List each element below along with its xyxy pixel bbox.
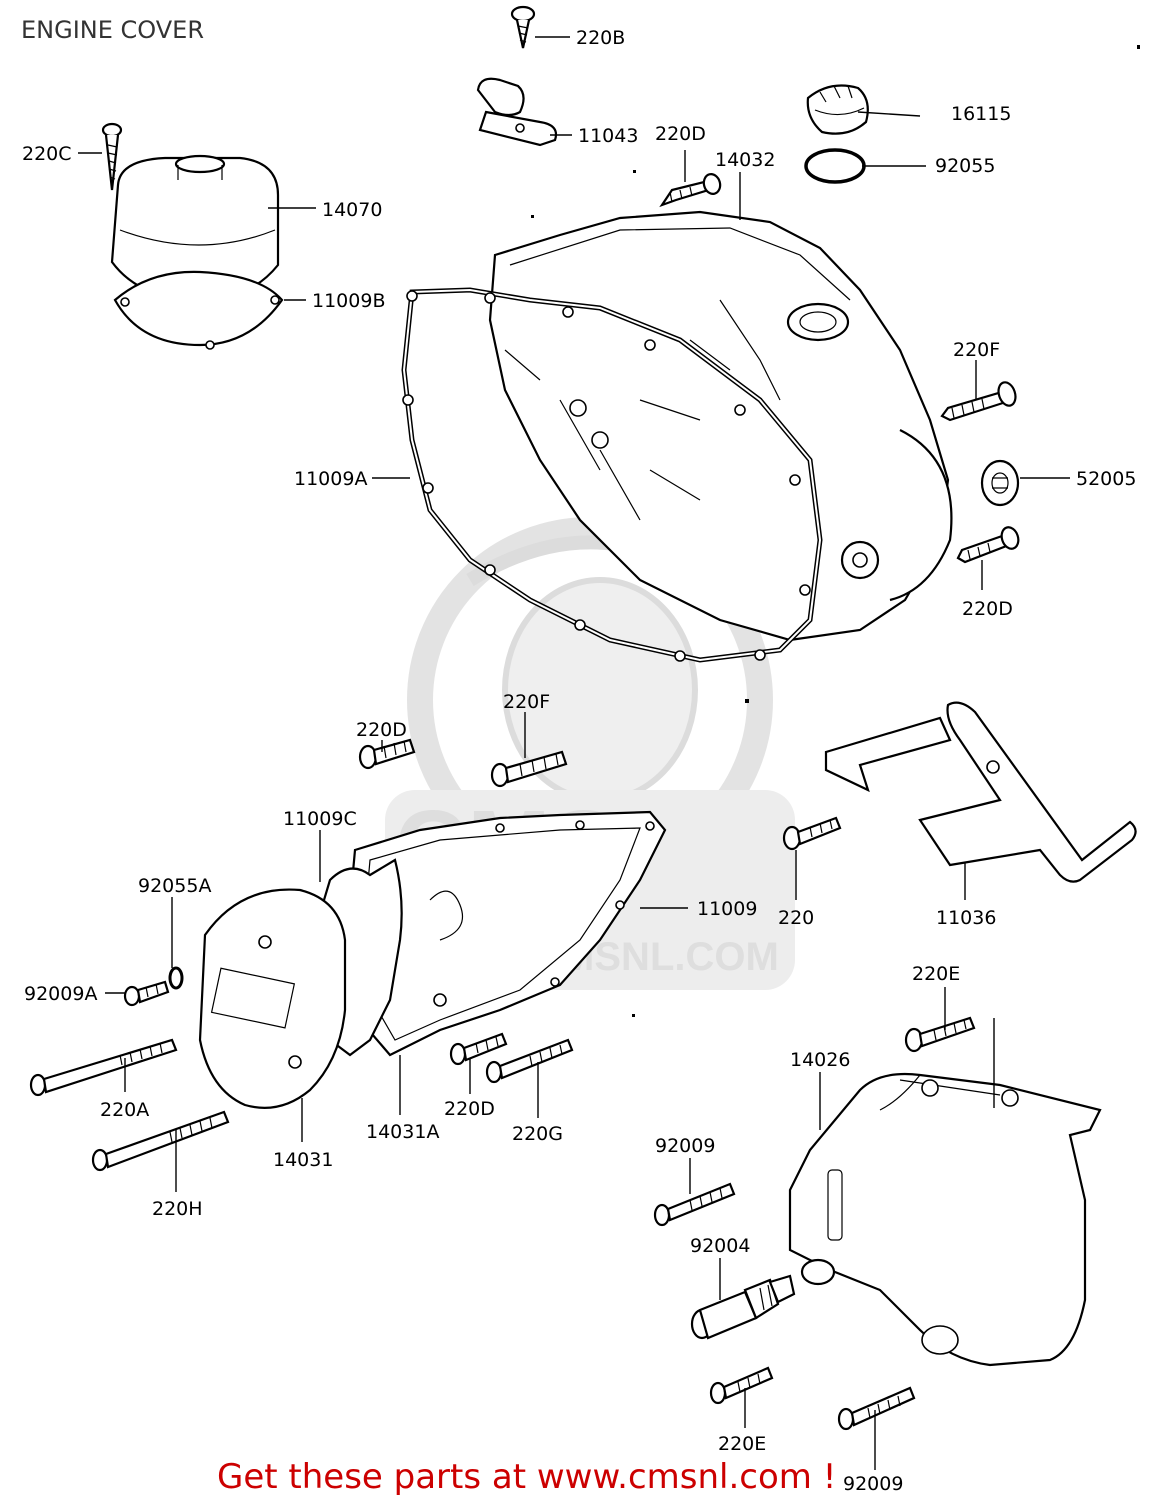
page-title: ENGINE COVER (21, 16, 204, 44)
label-92009-top: 92009 (655, 1135, 715, 1157)
part-labels: 220B 11043 220D 14032 16115 92055 220C 1… (22, 27, 1136, 1495)
screw-220D-low (449, 1032, 508, 1066)
screw-92009A (123, 980, 170, 1007)
label-92009A: 92009A (24, 983, 97, 1005)
label-92055: 92055 (935, 155, 995, 177)
screw-220H (91, 1110, 230, 1172)
plug-52005 (980, 459, 1020, 507)
screw-220A (29, 1038, 178, 1097)
screw-220B (510, 5, 536, 49)
screw-220G (485, 1038, 574, 1084)
label-14070: 14070 (322, 199, 382, 221)
label-220E-top: 220E (912, 963, 960, 985)
label-11009A: 11009A (294, 468, 367, 490)
label-16115: 16115 (951, 103, 1011, 125)
screw-92009-top (653, 1182, 736, 1227)
screw-220F-right (940, 381, 1017, 422)
label-220D-mid: 220D (356, 719, 407, 741)
label-14031A: 14031A (366, 1121, 439, 1143)
screw-220E-top (904, 1016, 976, 1053)
label-220D-low: 220D (444, 1098, 495, 1120)
label-14031: 14031 (273, 1149, 333, 1171)
bracket-11043 (476, 77, 558, 147)
label-220E-bottom: 220E (718, 1433, 766, 1455)
screw-220E-bottom (709, 1366, 774, 1405)
label-220B: 220B (576, 27, 625, 49)
label-220H: 220H (152, 1198, 203, 1220)
label-92055A: 92055A (138, 875, 211, 897)
footer-promo: Get these parts at www.cmsnl.com ! (217, 1457, 836, 1497)
label-11036: 11036 (936, 907, 996, 929)
screw-220 (782, 816, 842, 851)
label-220D-right: 220D (962, 598, 1013, 620)
label-11009B: 11009B (312, 290, 385, 312)
oring-92055 (804, 148, 866, 184)
label-92004: 92004 (690, 1235, 750, 1257)
plate-11036 (824, 701, 1137, 883)
label-220C: 220C (22, 143, 72, 165)
screw-220D-right (956, 526, 1020, 564)
label-52005: 52005 (1076, 468, 1136, 490)
gasket-11009B (113, 270, 284, 350)
label-220D-top: 220D (655, 123, 706, 145)
screw-220D-mid (358, 738, 416, 770)
label-11009: 11009 (697, 898, 757, 920)
cover-14031 (198, 888, 347, 1109)
label-220A: 220A (100, 1099, 149, 1121)
label-14032: 14032 (715, 149, 775, 171)
cover-14026 (788, 1072, 1102, 1367)
screw-220F-mid (490, 750, 568, 788)
label-92009-bottom: 92009 (843, 1473, 903, 1495)
label-11009C: 11009C (283, 808, 357, 830)
screw-220D-top (659, 173, 722, 208)
stray-marks (531, 45, 1140, 1017)
label-14026: 14026 (790, 1049, 850, 1071)
screw-220C (101, 122, 123, 191)
label-11043: 11043 (578, 125, 638, 147)
gasket-11009A (401, 287, 823, 663)
crankcase-cover-14032 (488, 210, 953, 642)
washer-92055A (168, 966, 184, 990)
cover-14070 (110, 154, 280, 302)
label-220F-right: 220F (953, 339, 1000, 361)
label-220F-mid: 220F (503, 691, 550, 713)
screw-92009-bottom (837, 1386, 916, 1431)
leader-lines (78, 36, 1070, 1470)
label-220: 220 (778, 907, 814, 929)
label-220G: 220G (512, 1123, 563, 1145)
cap-16115 (806, 84, 869, 135)
switch-92004 (690, 1274, 796, 1340)
